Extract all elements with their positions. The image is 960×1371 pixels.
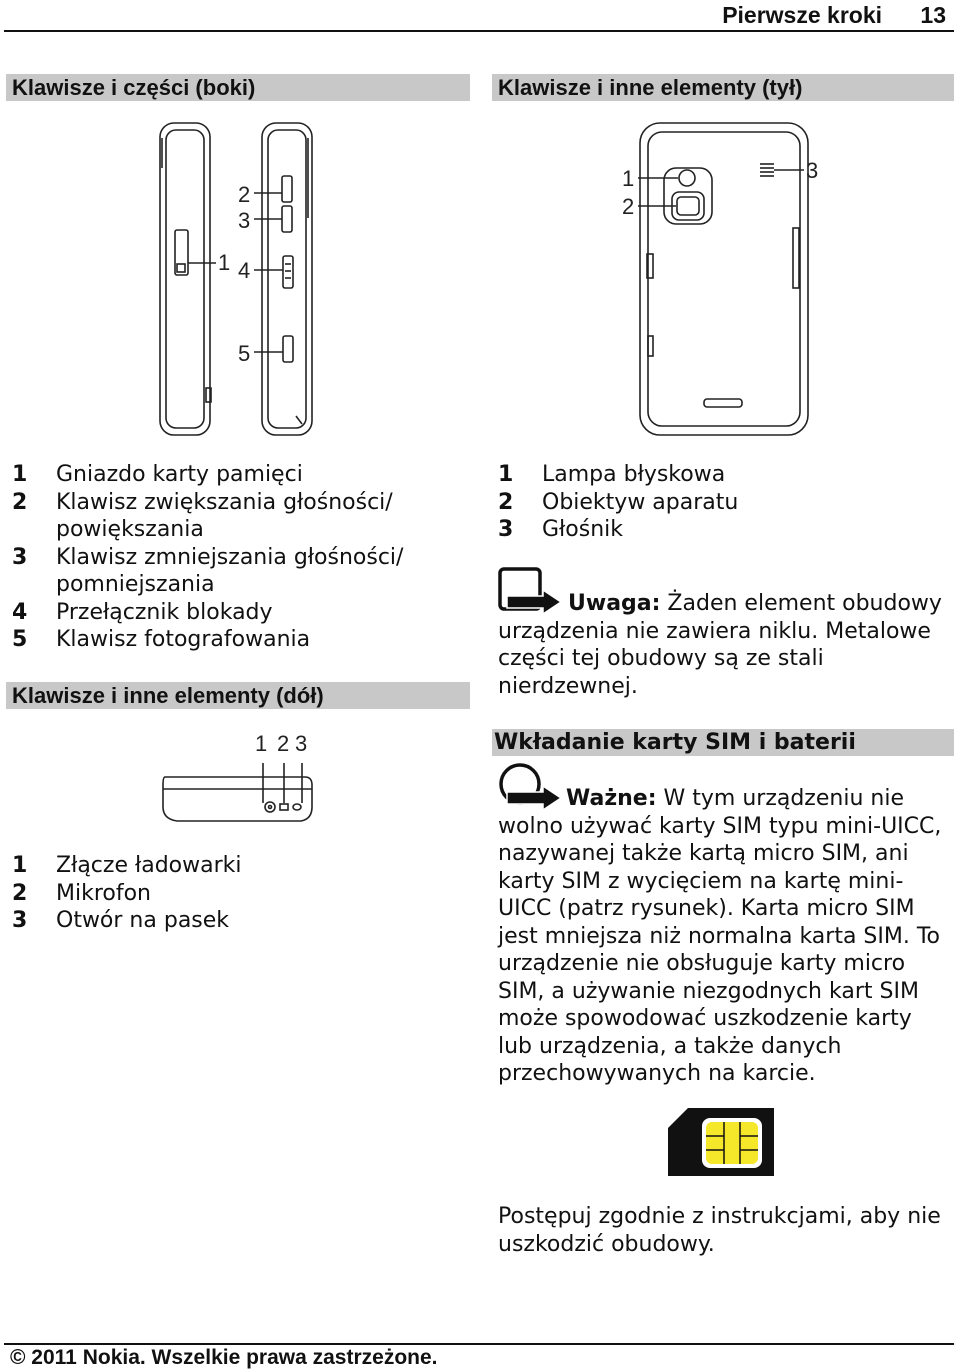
instruction-paragraph: Postępuj zgodnie z instrukcjami, aby nie… xyxy=(498,1204,941,1257)
page-number: 13 xyxy=(920,2,946,28)
sim-card-illustration xyxy=(668,1108,774,1176)
callout-1: 1 xyxy=(622,166,634,191)
callout-2: 2 xyxy=(277,731,289,756)
callout-1: 1 xyxy=(255,731,267,756)
running-header-title: Pierwsze kroki xyxy=(722,2,882,28)
important-paragraph: Ważne: W tym urządzeniu nie wolno używać… xyxy=(498,785,952,1088)
note-lead: Uwaga: xyxy=(568,591,661,616)
callout-1: 1 xyxy=(218,250,230,275)
callout-2: 2 xyxy=(622,194,634,219)
footer-rule xyxy=(4,1343,954,1345)
header-rule xyxy=(4,30,954,32)
callout-5: 5 xyxy=(238,341,250,366)
callout-2: 2 xyxy=(238,182,250,207)
phone-sides-illustration: 2 3 1 4 5 xyxy=(159,122,313,436)
important-text: W tym urządzeniu nie wolno używać karty … xyxy=(498,786,942,1086)
section-heading-sim: Wkładanie karty SIM i baterii xyxy=(492,729,954,756)
callout-3: 3 xyxy=(806,158,818,183)
callout-3: 3 xyxy=(238,208,250,233)
important-lead: Ważne: xyxy=(566,786,657,811)
note-text: Żaden element obudowy urządzenia nie zaw… xyxy=(498,591,942,699)
section-heading-sides: Klawisze i części (boki) xyxy=(6,74,470,101)
note-paragraph: Uwaga: Żaden element obudowy urządzenia … xyxy=(498,590,950,700)
phone-bottom-illustration: 1 2 3 xyxy=(162,731,313,822)
note-icon xyxy=(498,567,563,614)
callout-3: 3 xyxy=(295,731,307,756)
section-heading-back: Klawisze i inne elementy (tył) xyxy=(492,74,954,101)
phone-back-illustration: 1 2 3 xyxy=(622,122,818,436)
copyright: © 2011 Nokia. Wszelkie prawa zastrzeżone… xyxy=(10,1346,438,1369)
callout-4: 4 xyxy=(238,258,250,283)
section-heading-bottom: Klawisze i inne elementy (dół) xyxy=(6,682,470,709)
important-icon xyxy=(499,763,563,810)
